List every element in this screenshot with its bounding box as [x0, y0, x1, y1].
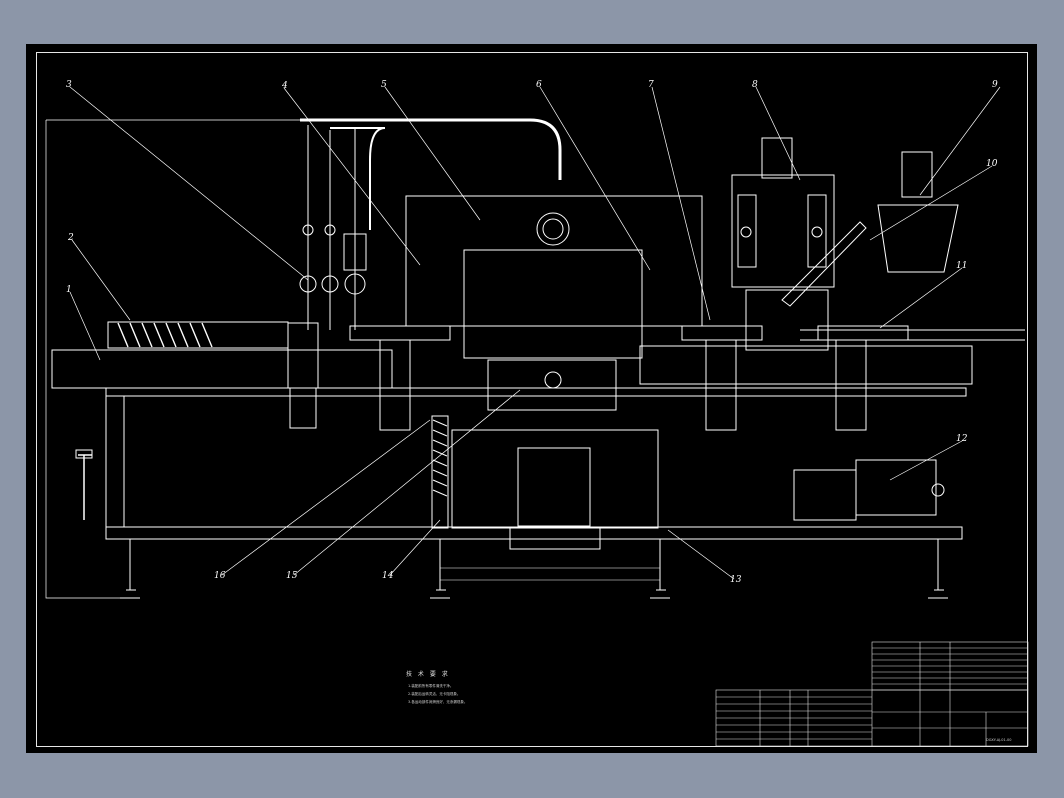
callout-2: 2	[67, 233, 74, 243]
callout-4: 4	[281, 81, 288, 91]
callout-1: 1	[66, 285, 72, 295]
capping-head	[731, 174, 835, 288]
title-block-code: DGXY-AJ-01-00	[986, 738, 1011, 742]
leader-lines	[69, 86, 1001, 580]
note-line-1: 1.装配前所有零件清洗干净。	[408, 683, 453, 688]
leg-4	[928, 539, 948, 599]
cap-hopper	[877, 204, 959, 273]
note-line-3: 3.各运动部件润滑良好，无渗漏现象。	[408, 699, 467, 704]
callout-labels: 1 2 3 4 5 6 7 8 9 10 11 12 13 14 15 16	[66, 80, 998, 585]
callout-11: 11	[956, 261, 967, 271]
press-head	[405, 195, 703, 327]
pressure-gauge	[536, 212, 570, 246]
callout-10: 10	[986, 159, 998, 169]
leg-2	[430, 539, 450, 599]
lower-housing	[451, 429, 659, 529]
technical-notes: 技 术 要 求 1.装配前所有零件清洗干净。 2.装配后运转灵活，无卡阻现象。 …	[406, 670, 467, 704]
base-plate	[105, 526, 963, 540]
title-block	[715, 641, 1029, 747]
callout-3: 3	[66, 80, 72, 90]
valve-2	[321, 275, 339, 293]
press-ram	[487, 359, 617, 411]
callout-16: 16	[214, 571, 226, 581]
motor	[793, 469, 857, 521]
leg-1	[120, 539, 140, 599]
notes-title: 技 术 要 求	[406, 670, 450, 678]
valve-1	[299, 275, 317, 293]
valve-3	[344, 273, 366, 295]
callout-12: 12	[956, 434, 968, 444]
callout-8: 8	[752, 80, 758, 90]
right-conveyor	[639, 345, 973, 385]
note-line-2: 2.装配后运转灵活，无卡阻现象。	[408, 691, 460, 696]
callout-15: 15	[286, 571, 298, 581]
callout-13: 13	[730, 575, 742, 585]
upper-table	[105, 387, 967, 397]
callout-5: 5	[381, 80, 387, 90]
drawing-border	[36, 52, 1028, 747]
callout-9: 9	[992, 80, 998, 90]
leg-3	[650, 539, 670, 599]
top-pipe	[300, 118, 562, 180]
callout-7: 7	[648, 80, 654, 90]
drawing-sheet	[26, 44, 1037, 753]
callout-6: 6	[536, 80, 542, 90]
left-conveyor	[51, 349, 393, 389]
callout-14: 14	[382, 571, 394, 581]
